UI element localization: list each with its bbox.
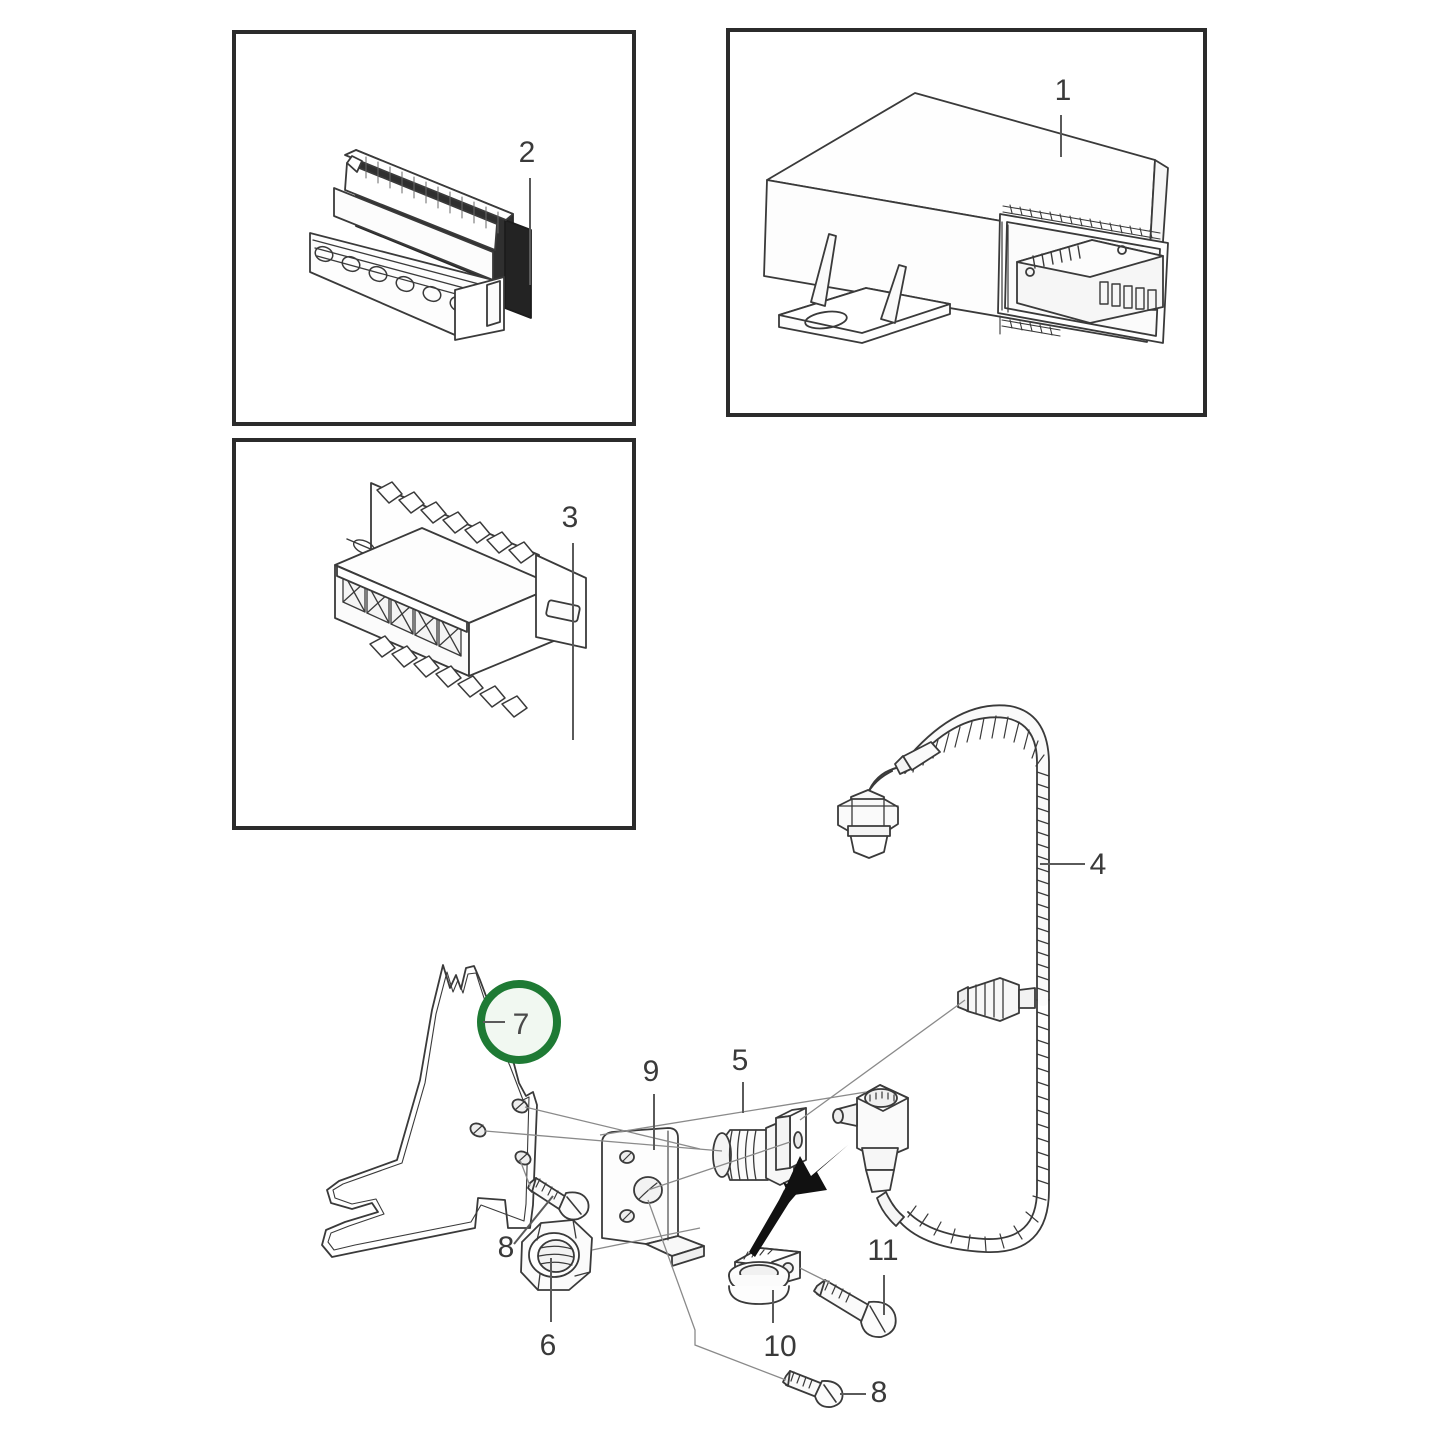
bolt-11 (813, 1279, 897, 1338)
terminal-grid-upper-band (336, 565, 468, 633)
ecu-pin-row-lower (1099, 281, 1157, 311)
guide-bracket-to-fitting (484, 1130, 723, 1152)
guide-clamp-to-screw (799, 1267, 831, 1284)
terminal-bottom-lug-row (369, 635, 528, 718)
angle-bracket-hole-shading (622, 1152, 658, 1221)
callout-number-8-lower: 8 (871, 1376, 888, 1409)
screw-8b-tip (782, 1370, 791, 1387)
callout-number-6: 6 (540, 1329, 557, 1362)
nut-thread-lines (538, 1245, 574, 1266)
callout-number-8-upper: 8 (498, 1231, 515, 1264)
cable-braid-ticks-lower (907, 1011, 1050, 1252)
cable-upper-ferrule-nose (894, 755, 912, 775)
cable-braid-ticks-vertical (1036, 771, 1050, 993)
nut-facet-edges (536, 1219, 591, 1291)
screw-8-upper (527, 1177, 590, 1221)
callout-number-11: 11 (867, 1234, 898, 1267)
connector-rail-ribs (365, 156, 499, 234)
ecu-mount-slot (804, 310, 848, 330)
connector-top-cover (344, 149, 514, 221)
cable-mid-connector-ribs (975, 979, 1004, 1019)
callout-number-7: 7 (513, 1008, 530, 1041)
callout-number-4: 4 (1090, 848, 1107, 881)
screw-8b-threads (790, 1371, 813, 1389)
terminal-top-lug-row (376, 481, 535, 564)
ecu-plug-screw-left (1025, 267, 1035, 277)
guide-screw-to-bracket-hole (519, 1159, 531, 1187)
ecu-shroud-ribs (1001, 221, 1009, 313)
ecu-gusset-left (810, 233, 837, 307)
connector-top-ledge (344, 162, 498, 251)
connector-right-block (504, 219, 532, 319)
fitting-threads (728, 1129, 757, 1181)
screw-8-slot (566, 1196, 582, 1215)
callout-number-1: 1 (1055, 74, 1072, 107)
cable-mid-connector-nose (957, 986, 969, 1012)
connector-left-hook (346, 155, 363, 173)
assembly-arrow-shaft (749, 1190, 792, 1257)
cable-braided-lower-a (899, 999, 1050, 1253)
highlight-circle-part-7[interactable] (477, 980, 561, 1064)
ecu-plug-screw-right (1117, 245, 1127, 255)
screw-8-threads (535, 1178, 559, 1200)
callout-number-10: 10 (763, 1330, 796, 1363)
bolt-11-head-edge (869, 1305, 886, 1333)
guide-nut-to-bracket (591, 1227, 701, 1251)
ecu-pin-row-upper (1032, 245, 1081, 269)
cable-braided-upper-outline-a (904, 704, 1050, 1001)
callout-number-9: 9 (643, 1055, 660, 1088)
connector-front-right-inner (486, 280, 501, 327)
sensor-head-tip-band (847, 825, 891, 837)
cable-mid-connector-neck (1018, 987, 1036, 1009)
callout-number-2: 2 (519, 136, 536, 169)
guide-anglebracket-to-screw8 (647, 1199, 787, 1381)
angle-bracket-foot-side (671, 1245, 705, 1267)
cable-end-boot (876, 1191, 905, 1227)
screw-8-lower (782, 1370, 844, 1408)
guide-cable-to-elbow (599, 1091, 867, 1136)
ecu-bottom-rail (999, 315, 1061, 337)
screw-8b-slot (823, 1384, 837, 1403)
fitting-rear-step (775, 1115, 791, 1171)
elbow-outlet (865, 1169, 895, 1193)
nut-bore-inner (537, 1239, 575, 1273)
cable-braided-upper (899, 705, 1049, 1006)
guide-anglebracket-to-fitting (647, 1141, 791, 1191)
bolt-11-tip (813, 1279, 826, 1297)
elbow-connector-bore (864, 1088, 898, 1108)
callout-number-5: 5 (732, 1044, 749, 1077)
leader-8a (513, 1195, 554, 1245)
fitting-rear-hole (793, 1131, 803, 1149)
ecu-edge-hatch (1002, 204, 1161, 240)
screw-8-tip (527, 1177, 537, 1193)
callout-number-3: 3 (562, 501, 579, 534)
bracket-plate-inner-edge (327, 971, 530, 1251)
bolt-11-threads (824, 1280, 851, 1303)
assembly-arrow-head (781, 1145, 848, 1197)
guide-fitting-to-cable (799, 999, 966, 1121)
sensor-head-hex (837, 798, 899, 834)
ecu-gusset-right (880, 264, 907, 324)
elbow-side-stud-face (832, 1108, 844, 1124)
cable-braid-ticks-upper (912, 715, 1045, 773)
guide-bracket-to-anglebracket-top (524, 1106, 701, 1150)
elbow-connector-bore-teeth (869, 1091, 895, 1102)
terminal-window-slot (545, 599, 581, 623)
